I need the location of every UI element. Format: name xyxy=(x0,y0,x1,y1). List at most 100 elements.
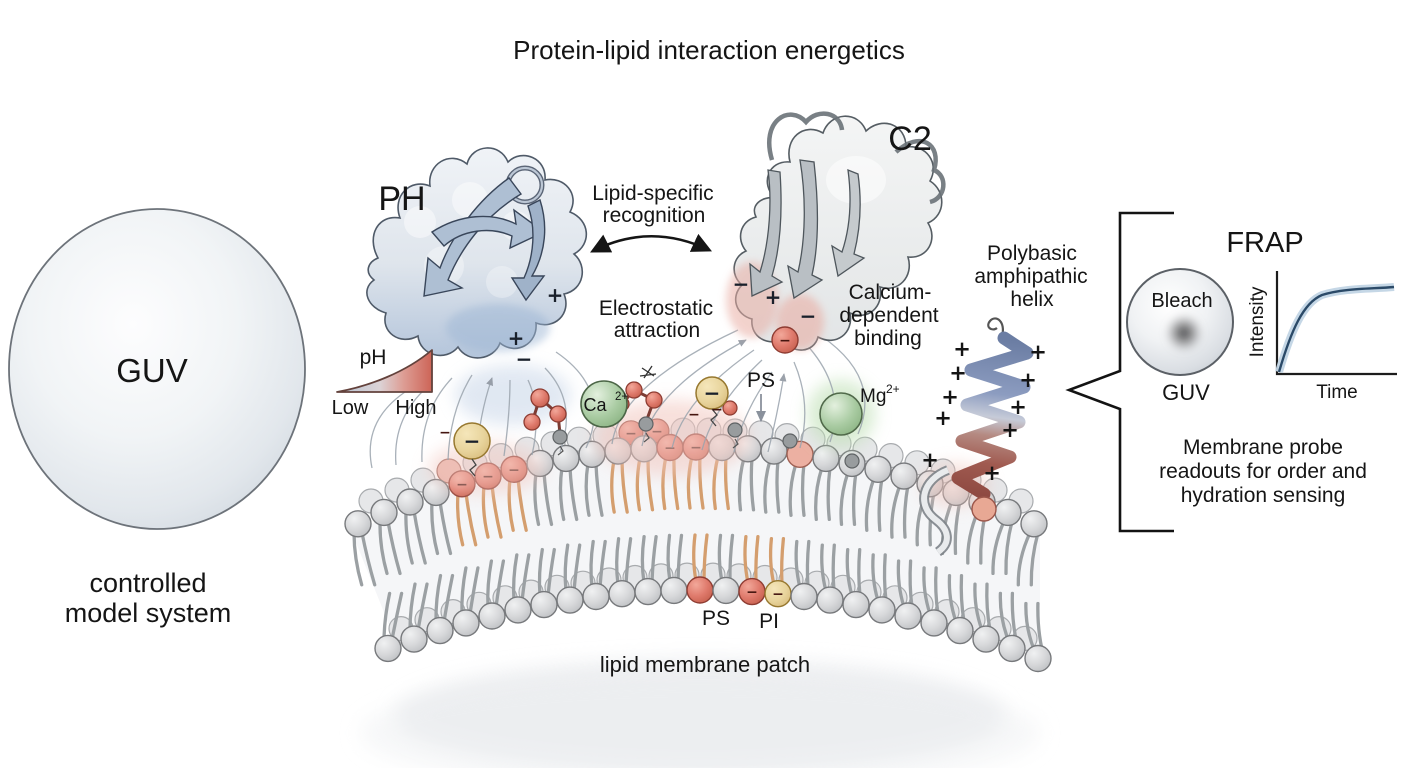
lipid-head xyxy=(842,590,870,619)
helix-plus: + xyxy=(921,448,939,472)
electrostatic-line1: Electrostatic xyxy=(599,297,713,320)
lipid-head xyxy=(478,602,506,630)
guv-caption-line2: model system xyxy=(65,598,232,628)
lipid-head xyxy=(1024,644,1052,673)
frap-caption-line2: readouts for order and xyxy=(1159,460,1367,483)
lipid-head xyxy=(452,609,480,637)
lipid-head xyxy=(556,586,584,614)
membrane-caption: lipid membrane patch xyxy=(600,652,810,677)
lipid-tail xyxy=(640,534,646,585)
helix-n-terminal-curl xyxy=(987,317,1004,337)
polybasic-line2: amphipathic xyxy=(974,265,1087,288)
ph-domain-label: PH xyxy=(378,180,425,218)
lipid-tail xyxy=(568,465,579,522)
ph-scale-label: pH xyxy=(360,346,387,369)
annotation-electrostatic: Electrostatic attraction xyxy=(599,297,713,342)
ca-ion-charge: 2+ xyxy=(615,391,628,403)
guv-model: GUV controlled model system xyxy=(8,208,306,628)
helix-plus: + xyxy=(1001,418,1019,442)
lipid-head-minus: − xyxy=(746,585,758,601)
lipid-tail xyxy=(991,519,1006,576)
guv-sphere xyxy=(8,208,306,530)
bound-ps-headgroup xyxy=(771,326,799,354)
lipid-tail xyxy=(857,547,862,598)
ca-ion: Ca 2+ xyxy=(580,380,628,428)
c2-charge-plus: + xyxy=(765,285,782,309)
helix-plus: + xyxy=(983,461,1001,485)
lipid-tail xyxy=(455,491,465,547)
lipid-head xyxy=(894,602,922,630)
amphipathic-helix: + + + + + + + + + + xyxy=(919,317,1047,557)
lipid-tail xyxy=(464,491,478,547)
c2-ribbon-loop xyxy=(894,139,946,205)
lipid-specific-line1: Lipid-specific xyxy=(592,182,713,205)
ph-charge-plus: + xyxy=(547,283,564,307)
lipid-tail xyxy=(882,553,888,603)
lipid-head xyxy=(504,596,532,624)
ps-top-label: PS xyxy=(747,369,775,392)
polybasic-line3: helix xyxy=(1010,288,1054,311)
lipid-tail xyxy=(430,499,440,556)
ps-cluster-glow-right xyxy=(594,400,750,476)
annotation-calcium: Calcium- dependent binding xyxy=(839,281,938,350)
lipid-tail xyxy=(749,456,756,512)
lipid-tail xyxy=(973,582,984,632)
lipid-head xyxy=(530,590,558,619)
lipid-head xyxy=(868,596,896,624)
annotation-lipid-specific: Lipid-specific recognition xyxy=(590,182,714,253)
lipid-tail xyxy=(780,537,786,587)
lipid-head xyxy=(582,582,610,611)
membrane-shadow-outer xyxy=(360,675,1040,768)
lipid-tail xyxy=(851,470,858,527)
lipid-head xyxy=(712,576,740,605)
pi-left-minus: − xyxy=(464,429,481,453)
readout-brace xyxy=(1065,211,1174,533)
floating-minus: − xyxy=(711,402,723,418)
lipid-head xyxy=(552,444,580,473)
frap-xlabel: Time xyxy=(1316,382,1358,403)
frap-panel: FRAP Bleach GUV Intensity Time Membrane … xyxy=(1126,227,1397,507)
lipid-tail xyxy=(594,461,604,517)
lipid-head xyxy=(816,586,844,614)
c2-ribbon-loop xyxy=(767,111,845,161)
c2-beta-strand xyxy=(831,168,866,278)
frap-caption-line3: hydration sensing xyxy=(1181,484,1346,507)
lipid-head xyxy=(344,510,372,538)
lipid-head xyxy=(400,625,428,653)
lipid-tail xyxy=(558,465,566,522)
lipid-tail xyxy=(831,543,836,593)
helix-coil xyxy=(921,467,950,555)
lipid-tail xyxy=(908,559,914,609)
c2-beta-strand xyxy=(749,169,784,297)
helix-plus: + xyxy=(949,361,967,385)
helix-plus: + xyxy=(953,337,971,361)
helix-ribbon xyxy=(951,331,1034,501)
annotation-polybasic: Polybasic amphipathic helix xyxy=(974,242,1087,311)
lipid-tail xyxy=(902,483,910,539)
starburst-glyph xyxy=(639,365,657,379)
lipid-tail xyxy=(584,461,591,517)
guv-label: GUV xyxy=(116,352,188,389)
pi-headgroup-left: − xyxy=(453,422,491,477)
lipid-head xyxy=(812,444,840,473)
lipid-head xyxy=(608,580,636,608)
lipid-head xyxy=(660,576,688,605)
lipid-tail xyxy=(775,458,781,514)
floating-minus: − xyxy=(439,425,451,441)
frap-ylabel: Intensity xyxy=(1247,286,1268,357)
lipid-head xyxy=(946,616,974,645)
lipid-head xyxy=(426,616,454,645)
lipid-tail xyxy=(542,470,554,527)
ph-beta-strand xyxy=(423,177,523,297)
lipid-tail xyxy=(412,509,427,565)
ph-scale-high: High xyxy=(395,397,436,419)
lipid-head xyxy=(634,577,662,606)
lipid-tail xyxy=(352,531,364,587)
ph-charge-minus: − xyxy=(516,347,533,371)
lipid-tail xyxy=(947,573,958,624)
c2-charge-minus: − xyxy=(800,304,817,328)
lipid-head xyxy=(396,488,424,516)
c2-charge-minus: − xyxy=(733,272,750,296)
figure-title: Protein-lipid interaction energetics xyxy=(513,35,905,65)
